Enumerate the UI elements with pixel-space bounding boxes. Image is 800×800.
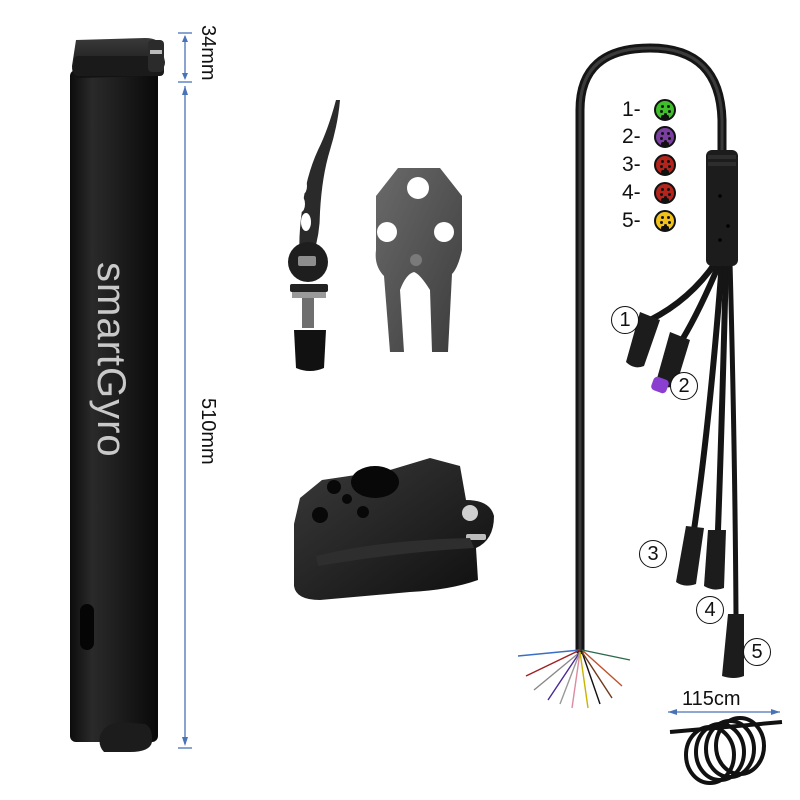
legend-number: 5- <box>622 209 641 232</box>
clamp-bracket-plate <box>375 168 462 352</box>
brand-logo-text: smartGyro <box>89 262 133 458</box>
folding-clamp <box>294 458 494 600</box>
legend-number: 2- <box>622 125 641 148</box>
wire-fan <box>517 649 631 709</box>
legend-item-2: 2- <box>622 124 676 150</box>
yellow-connector-icon <box>654 210 676 232</box>
connector-marker-2: 2 <box>670 372 698 400</box>
legend-item-3: 3- <box>622 152 676 178</box>
cable-length-arrow <box>668 709 780 715</box>
legend-item-1: 1- <box>622 97 676 123</box>
purple-connector-icon <box>654 126 676 148</box>
dimension-arrows <box>178 32 192 749</box>
connector-marker-1: 1 <box>611 306 639 334</box>
legend-item-4: 4- <box>622 180 676 206</box>
legend-number: 3- <box>622 153 641 176</box>
plug-connectors <box>626 312 744 678</box>
tube-length-label: 510mm <box>197 398 219 465</box>
harness-splitter <box>706 150 738 266</box>
connector-marker-5: 5 <box>743 638 771 666</box>
quick-release-lever <box>288 100 340 371</box>
connector-marker-3: 3 <box>639 540 667 568</box>
red-connector-icon <box>654 182 676 204</box>
connector-marker-4: 4 <box>696 596 724 624</box>
cap-height-label: 34mm <box>197 25 219 81</box>
legend-number: 4- <box>622 181 641 204</box>
wiring-harness-cable <box>575 43 739 655</box>
red-connector-icon <box>654 154 676 176</box>
legend-number: 1- <box>622 98 641 121</box>
cable-length-label: 115cm <box>682 688 741 710</box>
green-connector-icon <box>654 99 676 121</box>
cable-coil-icon <box>669 716 783 785</box>
legend-item-5: 5- <box>622 208 676 234</box>
handlebar-tube <box>70 38 165 752</box>
